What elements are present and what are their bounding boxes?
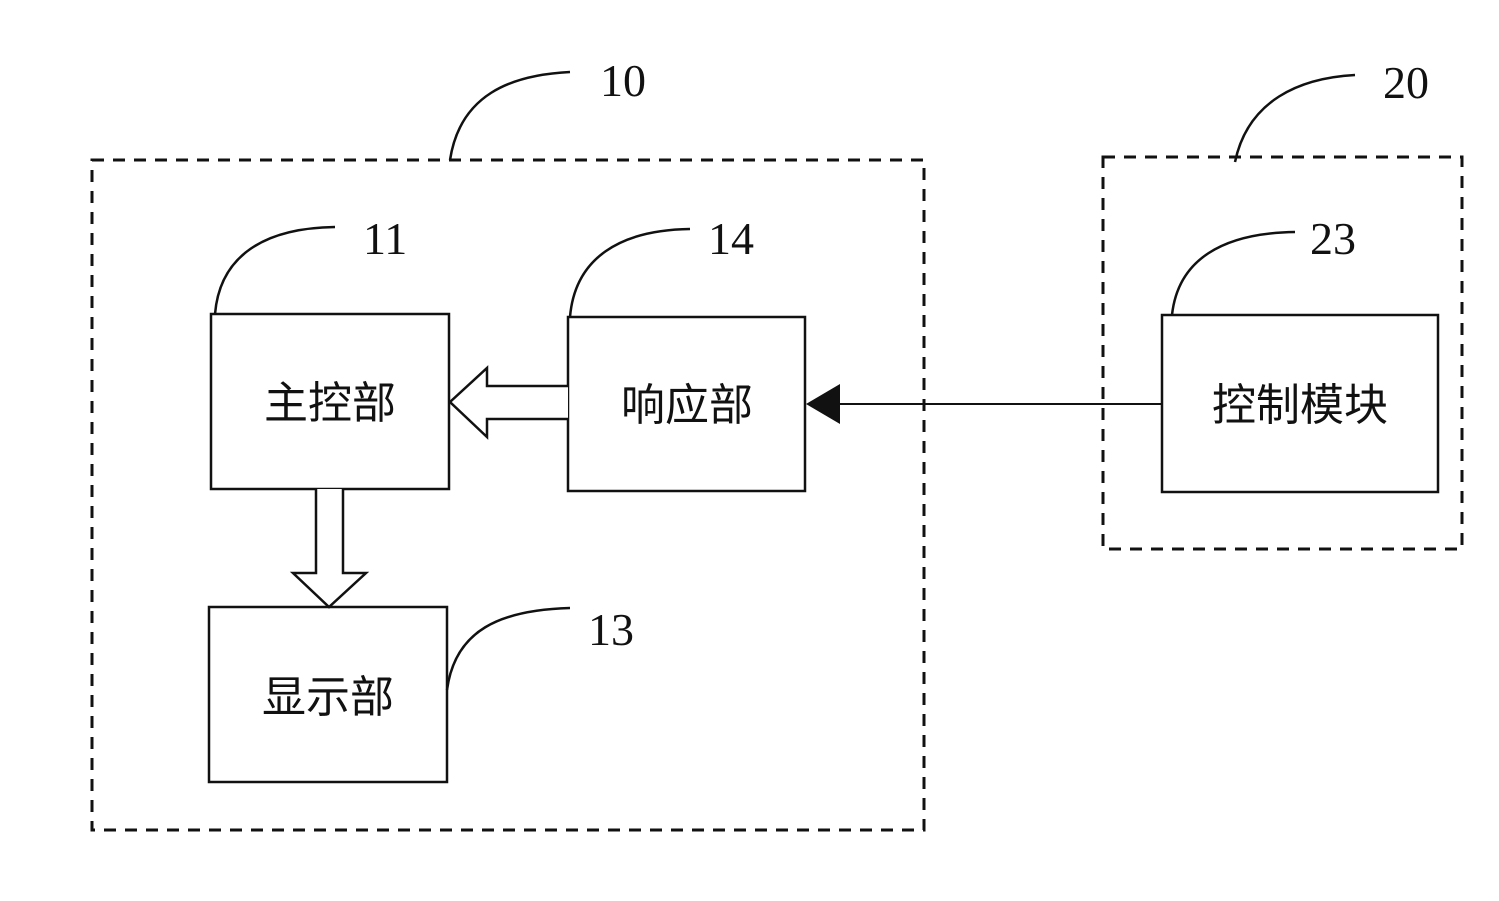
block-display-leader bbox=[445, 606, 571, 691]
group-remote-ref: 20 bbox=[1383, 57, 1429, 108]
block-control-module-leader bbox=[1170, 230, 1296, 316]
block-response: 响应部 14 bbox=[566, 213, 807, 493]
group-remote-frame bbox=[1101, 155, 1464, 551]
group-remote-leader bbox=[1233, 73, 1356, 163]
signal-arrowhead bbox=[806, 384, 840, 424]
block-response-frame bbox=[566, 315, 807, 493]
block-control-module: 控制模块 23 bbox=[1160, 213, 1440, 494]
block-response-label: 响应部 bbox=[621, 380, 753, 431]
hollow-arrow-main-to-display bbox=[289, 489, 370, 609]
block-control-module-frame bbox=[1160, 313, 1440, 494]
block-main-control-ref: 11 bbox=[363, 213, 407, 264]
block-response-ref: 14 bbox=[708, 213, 754, 264]
group-device-leader bbox=[448, 70, 571, 161]
block-control-module-ref: 23 bbox=[1310, 213, 1356, 264]
group-remote: 20 bbox=[1101, 57, 1464, 551]
group-device: 10 bbox=[90, 55, 926, 832]
hollow-arrow-response-to-main bbox=[448, 365, 568, 440]
block-display: 显示部 13 bbox=[207, 604, 634, 784]
block-main-control: 主控部 11 bbox=[209, 213, 451, 491]
block-main-control-leader bbox=[213, 225, 336, 315]
group-device-ref: 10 bbox=[600, 55, 646, 106]
block-main-control-label: 主控部 bbox=[264, 378, 396, 429]
block-response-leader bbox=[568, 227, 691, 318]
block-display-label: 显示部 bbox=[262, 672, 394, 723]
block-display-ref: 13 bbox=[588, 604, 634, 655]
block-control-module-label: 控制模块 bbox=[1212, 380, 1388, 431]
group-device-frame bbox=[90, 158, 926, 832]
